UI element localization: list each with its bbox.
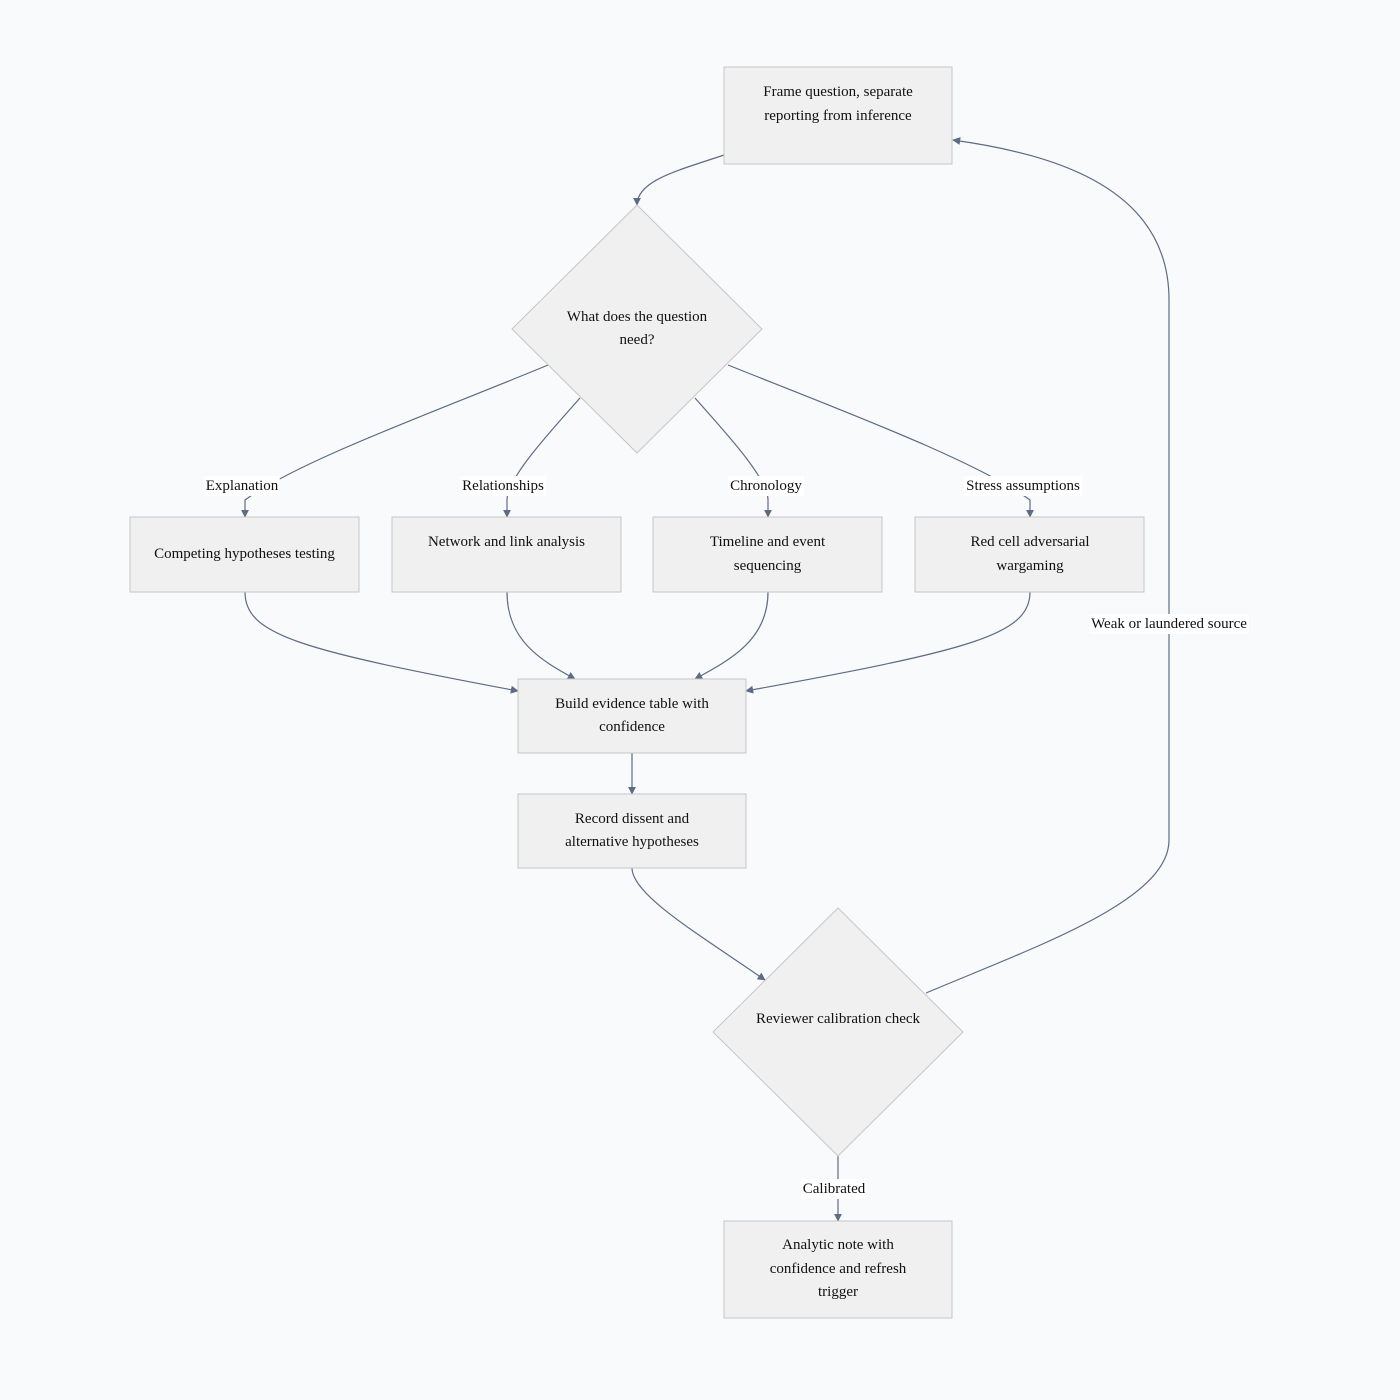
node-network-label: Network and link analysis <box>427 534 586 551</box>
node-question-label: What does the question need? <box>566 308 708 349</box>
node-timeline-box <box>652 516 883 593</box>
edge-timeline-to-evidence <box>694 591 769 680</box>
node-note-label: Analytic note with confidence and refres… <box>769 1237 907 1301</box>
node-note-box <box>723 1220 953 1319</box>
edge-label-stress-assumptions: Stress assumptions <box>964 476 1082 496</box>
edge-label-explanation: Explanation <box>203 476 281 496</box>
node-evidence-box <box>517 678 747 754</box>
node-network-box <box>391 516 622 593</box>
node-reviewer-label: Reviewer calibration check <box>755 1011 921 1028</box>
edge-label-chronology: Chronology <box>728 476 804 496</box>
node-competing-label: Competing hypotheses testing <box>154 545 335 562</box>
edge-reviewer-to-frame <box>925 137 1170 994</box>
edge-question-to-network <box>503 397 581 518</box>
edge-label-calibrated: Calibrated <box>800 1179 868 1199</box>
node-redcell-label: Red cell adversarial wargaming <box>970 534 1090 574</box>
edge-network-to-evidence <box>506 591 576 680</box>
node-evidence-label: Build evidence table with confidence <box>555 695 709 736</box>
edge-frame-to-question <box>633 154 725 206</box>
node-frame-label: Frame question, separate reporting from … <box>763 84 913 124</box>
node-dissent-box <box>517 793 747 869</box>
edge-question-to-timeline <box>694 397 772 518</box>
node-reviewer-diamond <box>712 907 964 1157</box>
edge-competing-to-evidence <box>244 591 519 694</box>
node-question-diamond <box>511 204 763 454</box>
edge-label-relationships: Relationships <box>460 476 546 496</box>
node-competing-box <box>129 516 360 593</box>
node-redcell-box <box>914 516 1145 593</box>
node-timeline-label: Timeline and event sequencing <box>709 534 826 574</box>
edge-redcell-to-evidence <box>745 591 1031 694</box>
edge-label-weak-source: Weak or laundered source <box>1089 614 1249 634</box>
node-dissent-label: Record dissent and alternative hypothese… <box>565 810 699 851</box>
node-frame-box <box>723 66 953 165</box>
edge-dissent-to-reviewer <box>631 867 766 981</box>
